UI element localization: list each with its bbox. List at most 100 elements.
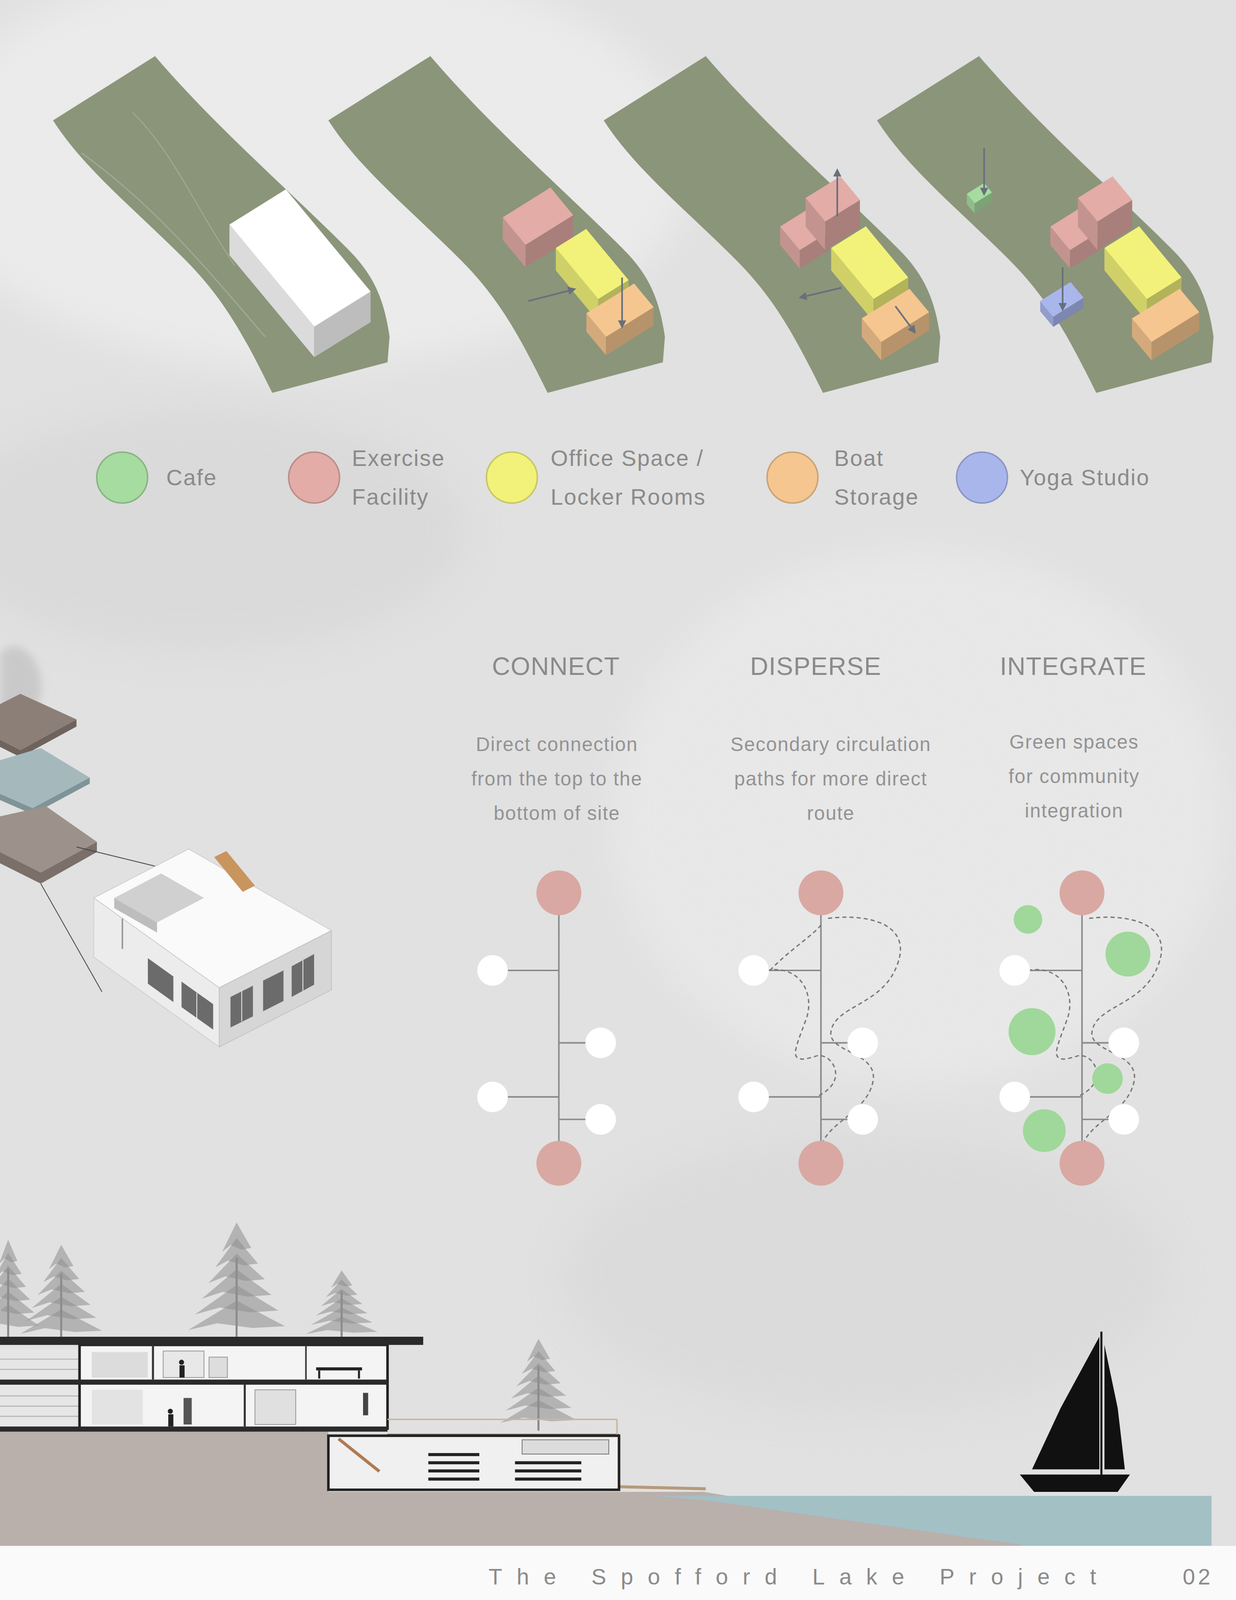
leader-line (76, 846, 169, 870)
window (181, 981, 214, 1030)
green-space (1013, 904, 1043, 934)
arrow-head (798, 292, 808, 301)
page-title: The Spofford Lake Project (488, 1562, 1111, 1590)
door (208, 1356, 228, 1378)
person (168, 1413, 174, 1427)
end-node (798, 1140, 844, 1186)
door (121, 918, 124, 949)
arrow-head (1058, 302, 1067, 312)
legend-swatch (955, 451, 1009, 504)
site-trace (132, 112, 235, 266)
railing (387, 1418, 618, 1420)
concept-heading: INTEGRATE (927, 651, 1219, 681)
secondary-path (822, 917, 901, 1145)
facade-line (0, 1368, 80, 1370)
arrow-head (567, 286, 576, 295)
dock (618, 1486, 706, 1489)
site-shape (52, 56, 390, 394)
window (230, 985, 253, 1028)
block-top (1131, 288, 1200, 342)
page-number: 02 (1182, 1562, 1214, 1590)
legend-text: Cafe (166, 458, 264, 497)
concept-note: Green spaces for community integration (994, 724, 1155, 828)
facade-line (0, 1405, 80, 1407)
wall (151, 1344, 154, 1380)
kayak (515, 1469, 582, 1473)
move-arrow (621, 277, 623, 320)
secondary-path (769, 923, 822, 971)
window (263, 969, 284, 1011)
integrate-diagram (999, 870, 1162, 1186)
move-arrow (836, 176, 839, 217)
tree-foliage (20, 1309, 102, 1334)
roof-slab (0, 1336, 424, 1345)
sailboat (1019, 1331, 1130, 1491)
block-top (861, 288, 930, 342)
window (522, 1439, 609, 1454)
sail (1104, 1344, 1126, 1470)
hull (1019, 1473, 1130, 1492)
tree-foliage (305, 1316, 378, 1334)
building-wall (219, 930, 332, 1047)
legend-text: Exercise Facility (351, 438, 469, 517)
arrow-head (980, 187, 989, 196)
disperse-diagram (738, 870, 901, 1186)
facade-line (0, 1358, 80, 1360)
block-top (1077, 176, 1133, 222)
spine (820, 892, 822, 1164)
kayak (515, 1460, 582, 1464)
end-node (1059, 870, 1105, 916)
interior-panel (91, 1351, 148, 1378)
kayak (428, 1460, 480, 1464)
railing-post (616, 1418, 618, 1435)
block-top (966, 183, 993, 204)
block-top (502, 187, 573, 245)
window (291, 953, 315, 997)
site-shape (328, 56, 665, 394)
exploded-axon (0, 646, 332, 1047)
facade-line (0, 1394, 80, 1396)
floor-slab (0, 1426, 388, 1432)
program-node (738, 1081, 769, 1112)
move-arrow (895, 305, 911, 327)
legend-swatch (766, 451, 819, 504)
legend-text: Boat Storage (834, 438, 941, 517)
green-space (1092, 1062, 1123, 1094)
wall (305, 1344, 307, 1380)
mast (1100, 1331, 1103, 1474)
program-node (585, 1027, 617, 1058)
building-section (79, 1344, 388, 1429)
mullion (196, 992, 198, 1019)
program-node (847, 1027, 878, 1058)
end-node (536, 870, 582, 916)
concept-heading: DISPERSE (670, 651, 962, 681)
table (357, 1369, 360, 1379)
green-space (1105, 931, 1151, 977)
spine (557, 892, 560, 1164)
program-node (999, 1081, 1030, 1112)
boat-storage-section (328, 1435, 619, 1490)
fixture (363, 1392, 369, 1415)
legend-text: Office Space / Locker Rooms (550, 438, 745, 517)
site-shape (876, 56, 1214, 394)
circulation-diagrams (477, 870, 1162, 1186)
massing-arrows (528, 147, 1067, 334)
concept-note: Direct connection from the top to the bo… (459, 727, 654, 831)
connect-diagram (477, 870, 617, 1186)
table (316, 1366, 363, 1370)
tree-foliage (188, 1300, 286, 1330)
spine (1081, 892, 1083, 1164)
kayak (515, 1476, 582, 1480)
wall (243, 1384, 246, 1427)
glass-plate (0, 747, 90, 809)
block-top (555, 228, 629, 300)
program-node (1108, 1103, 1140, 1135)
facade-line (0, 1415, 80, 1417)
leader-line (40, 883, 102, 992)
block-top (1104, 226, 1182, 300)
legend-swatch (485, 451, 539, 504)
facade-panel (0, 1348, 80, 1427)
move-arrow (528, 290, 569, 302)
program-node (585, 1103, 617, 1135)
program-node (477, 1081, 508, 1112)
